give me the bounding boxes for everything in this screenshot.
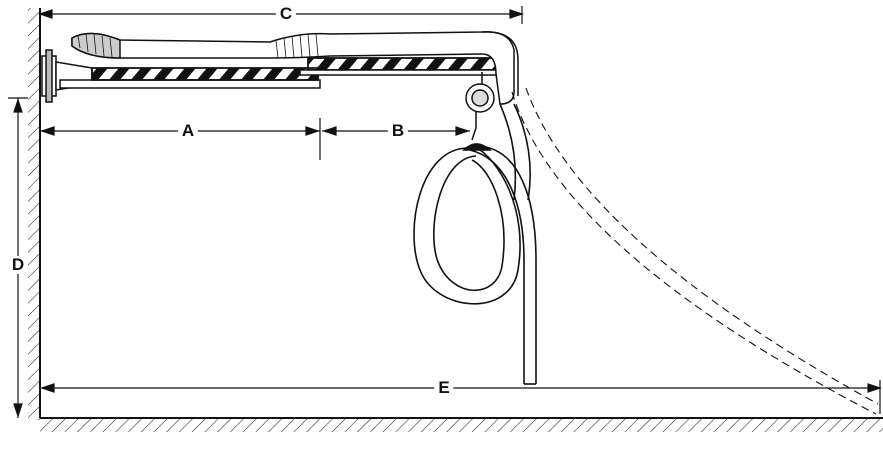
- dimension-label-b: B: [387, 122, 409, 140]
- wall-bracket: [41, 49, 93, 103]
- dimension-label-c: C: [275, 5, 297, 23]
- dimension-lines: [8, 6, 882, 418]
- hanging-hose: [413, 103, 537, 385]
- wall: [28, 8, 41, 420]
- floor: [40, 417, 883, 432]
- lower-boom-rail: [59, 67, 321, 89]
- top-hose: [71, 31, 519, 105]
- dimension-label-a: A: [177, 122, 199, 140]
- dimension-label-e: E: [434, 379, 454, 397]
- swing-arc: [511, 87, 879, 415]
- upper-boom-rail: [299, 57, 501, 76]
- spring-balancer: [465, 72, 495, 141]
- dimension-label-d: D: [7, 256, 29, 274]
